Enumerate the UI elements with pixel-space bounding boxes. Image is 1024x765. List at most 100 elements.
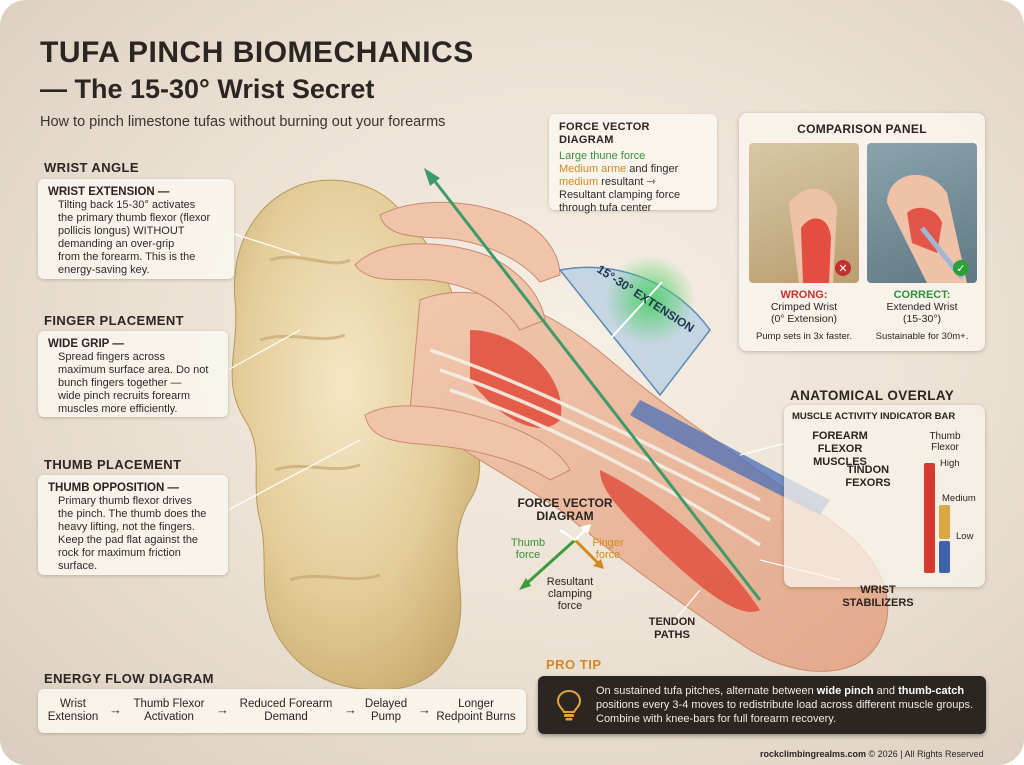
wrist-stab-l2: STABILIZERS bbox=[842, 597, 914, 609]
flow-step-2: Thumb Flexor Activation bbox=[126, 698, 212, 724]
label-tindon-fexors: TINDON FEXORS bbox=[838, 464, 898, 490]
flow-step-3-l1: Reduced Forearm bbox=[239, 698, 333, 710]
footer: rockclimbingrealms.com © 2026 | All Righ… bbox=[760, 749, 984, 759]
footer-rights: © 2026 | All Rights Reserved bbox=[866, 749, 984, 759]
fv-line-3-colored: medium bbox=[559, 176, 599, 188]
lightbulb-icon bbox=[556, 689, 582, 721]
flow-step-5: Longer Redpoint Burns bbox=[430, 698, 522, 724]
flow-step-2-l2: Activation bbox=[144, 711, 194, 723]
pro-tip-box: On sustained tufa pitches, alternate bet… bbox=[538, 676, 986, 734]
force-vector-mid-heading: FORCE VECTOR DIAGRAM bbox=[510, 497, 620, 523]
wrist-angle-heading: WRIST ANGLE bbox=[44, 160, 139, 175]
bar-legend-line-2: Flexor bbox=[931, 442, 959, 453]
thumb-opposition-card-head: THUMB OPPOSITION — bbox=[48, 482, 179, 494]
fingers bbox=[354, 243, 546, 331]
flow-step-3: Reduced Forearm Demand bbox=[231, 698, 341, 724]
finger-force-l1: Finger bbox=[592, 537, 624, 549]
card-line: surface. bbox=[58, 560, 98, 572]
tendon-paths-l2: PATHS bbox=[654, 629, 690, 641]
pro-tip-t2: and bbox=[873, 685, 899, 697]
tagline: How to pinch limestone tufas without bur… bbox=[40, 114, 446, 130]
activity-bar-low bbox=[939, 541, 950, 573]
arrow-right-icon: → bbox=[344, 702, 357, 717]
wrong-label: WRONG: bbox=[780, 289, 828, 301]
muscle-activity-bar-title: MUSCLE ACTIVITY INDICATOR BAR bbox=[792, 411, 956, 422]
card-line: Keep the pad flat against the bbox=[58, 534, 199, 546]
comparison-heading: COMPARISON PANEL bbox=[797, 122, 927, 136]
flow-step-1-l2: Extension bbox=[47, 711, 99, 723]
label-forearm-flexor: FOREARM FLEXOR MUSCLES bbox=[790, 430, 890, 469]
flow-step-4: Delayed Pump bbox=[358, 698, 414, 724]
fv-mid-heading-l1: FORCE VECTOR bbox=[517, 496, 613, 510]
card-line: the pinch. The thumb does the bbox=[58, 508, 207, 520]
wide-grip-card-body: Spread fingers across maximum surface ar… bbox=[48, 351, 218, 416]
correct-note: Sustainable for 30m+. bbox=[875, 331, 969, 342]
card-line: bunch fingers together — bbox=[58, 377, 182, 389]
label-wrist-stabilizers: WRIST STABILIZERS bbox=[838, 584, 918, 610]
thumb-opposition-card-body: Primary thumb flexor drives the pinch. T… bbox=[48, 495, 218, 573]
thumb bbox=[364, 405, 571, 481]
resultant-force-label: Resultant clamping force bbox=[535, 576, 605, 612]
card-line: maximum surface area. Do not bbox=[58, 364, 209, 376]
thumb-force-label: Thumb force bbox=[508, 537, 548, 561]
card-line: wide pinch recruits forearm bbox=[58, 390, 191, 402]
arrow-right-icon: → bbox=[216, 702, 229, 717]
resultant-l1: Resultant bbox=[546, 576, 594, 588]
wrist-extension-card-body: Tilting back 15-30° activates the primar… bbox=[48, 199, 224, 277]
finger-placement-heading: FINGER PLACEMENT bbox=[44, 313, 185, 328]
activity-bar-high bbox=[924, 463, 935, 573]
fv-line-3: medium resultant ⇾ bbox=[559, 176, 707, 189]
force-vector-top-card: FORCE VECTOR DIAGRAM Large thune force M… bbox=[549, 114, 717, 214]
fv-line-3-rest: resultant bbox=[598, 176, 644, 188]
finger-force-label: Finger force bbox=[588, 537, 628, 561]
wrong-line-2: (0° Extension) bbox=[770, 313, 838, 325]
muscle-activity-panel: MUSCLE ACTIVITY INDICATOR BAR Thumb Flex… bbox=[784, 405, 985, 587]
svg-text:✕: ✕ bbox=[838, 263, 847, 275]
wide-grip-card-head: WIDE GRIP — bbox=[48, 338, 124, 350]
flow-step-1: Wrist Extension bbox=[42, 698, 104, 724]
card-line: energy-saving key. bbox=[58, 264, 150, 276]
flow-step-5-l2: Redpoint Burns bbox=[436, 711, 516, 723]
card-line: Primary thumb flexor drives bbox=[58, 495, 192, 507]
tendon-paths-l1: TENDON bbox=[648, 616, 696, 628]
wide-grip-card: WIDE GRIP — Spread fingers across maximu… bbox=[38, 331, 228, 417]
flow-step-4-l1: Delayed bbox=[364, 698, 408, 710]
level-medium: Medium bbox=[942, 493, 976, 504]
thumb-placement-heading: THUMB PLACEMENT bbox=[44, 457, 182, 472]
pro-tip-t3: positions every 3-4 moves to redistribut… bbox=[596, 699, 974, 725]
fv-line-2: Medium arme and finger bbox=[559, 163, 707, 176]
flow-step-3-l2: Demand bbox=[264, 711, 308, 723]
flow-step-1-l1: Wrist bbox=[60, 698, 86, 710]
correct-line-1: Extended Wrist bbox=[886, 301, 958, 313]
level-low: Low bbox=[956, 531, 974, 542]
card-line: pollicis longus) WITHOUT bbox=[58, 225, 185, 237]
fv-line-2-colored: Medium arme bbox=[559, 163, 627, 175]
fv-line-4: Resultant clamping force bbox=[559, 189, 681, 201]
bar-legend-line-1: Thumb bbox=[929, 431, 961, 442]
finger-force-l2: force bbox=[595, 549, 621, 561]
card-line: muscles more efficiently. bbox=[58, 403, 178, 415]
card-line: heavy lifting, not the fingers. bbox=[58, 521, 195, 533]
wrist-stab-l1: WRIST bbox=[860, 584, 896, 596]
arrow-right-icon: → bbox=[109, 702, 122, 717]
resultant-l2: clamping bbox=[547, 588, 593, 600]
thumb-force-l2: force bbox=[515, 549, 541, 561]
pro-tip-b2: thumb-catch bbox=[898, 685, 965, 697]
force-vector-top-heading: FORCE VECTOR DIAGRAM bbox=[559, 121, 650, 146]
bar-legend: Thumb Flexor bbox=[922, 431, 968, 453]
tindon-l1: TINDON bbox=[846, 464, 890, 476]
card-line: the primary thumb flexor (flexor bbox=[58, 212, 211, 224]
correct-label: CORRECT: bbox=[893, 289, 951, 301]
correct-caption: CORRECT: Extended Wrist (15-30°) Sustain… bbox=[867, 289, 977, 343]
arrow-right-icon: → bbox=[418, 702, 431, 717]
footer-site-link[interactable]: rockclimbingrealms.com bbox=[760, 749, 867, 759]
fv-line-5: through tufa center bbox=[559, 202, 652, 214]
card-line: Spread fingers across bbox=[58, 351, 165, 363]
energy-flow-box: Wrist Extension → Thumb Flexor Activatio… bbox=[38, 689, 526, 733]
card-line: rock for maximum friction bbox=[58, 547, 181, 559]
wrong-line-1: Crimped Wrist bbox=[770, 301, 838, 313]
level-high: High bbox=[940, 458, 960, 469]
arrow-right-icon: ⇾ bbox=[646, 176, 656, 188]
card-line: Tilting back 15-30° activates bbox=[58, 199, 196, 211]
fv-line-1: Large thune force bbox=[559, 150, 646, 162]
